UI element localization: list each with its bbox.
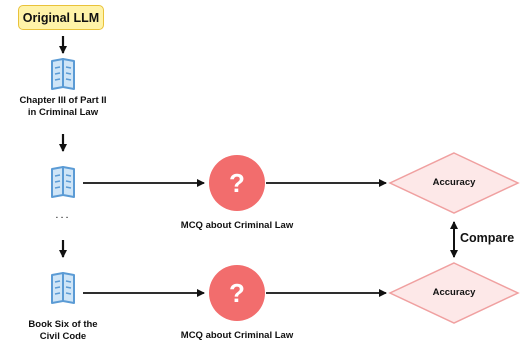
accuracy-label-bottom: Accuracy bbox=[432, 287, 476, 298]
question-mark-top: ? bbox=[229, 168, 245, 198]
chapter-label-line1: Chapter III of Part II bbox=[19, 95, 107, 106]
accuracy-diamond-top bbox=[388, 152, 520, 214]
mcq-label-bottom: MCQ about Criminal Law bbox=[180, 330, 294, 341]
original-llm-box: Original LLM bbox=[18, 5, 104, 30]
book-icon bbox=[51, 166, 75, 198]
book-label-line1: Book Six of the bbox=[28, 319, 98, 330]
book-label: Book Six of the Civil Code bbox=[0, 319, 126, 343]
original-llm-label: Original LLM bbox=[22, 10, 100, 25]
question-mark-bottom: ? bbox=[229, 278, 245, 308]
book-icon bbox=[51, 272, 75, 304]
ellipsis: ... bbox=[55, 209, 71, 221]
compare-label: Compare bbox=[460, 231, 515, 245]
question-icon bbox=[209, 265, 265, 321]
question-icon bbox=[209, 155, 265, 211]
accuracy-diamond-bottom bbox=[388, 262, 520, 324]
mcq-label-top: MCQ about Criminal Law bbox=[180, 220, 294, 231]
book-icon bbox=[51, 58, 75, 90]
chapter-label: Chapter III of Part II in Criminal Law bbox=[0, 95, 126, 119]
book-label-line2: Civil Code bbox=[39, 331, 87, 342]
chapter-label-line2: in Criminal Law bbox=[27, 107, 99, 118]
accuracy-label-top: Accuracy bbox=[432, 177, 476, 188]
